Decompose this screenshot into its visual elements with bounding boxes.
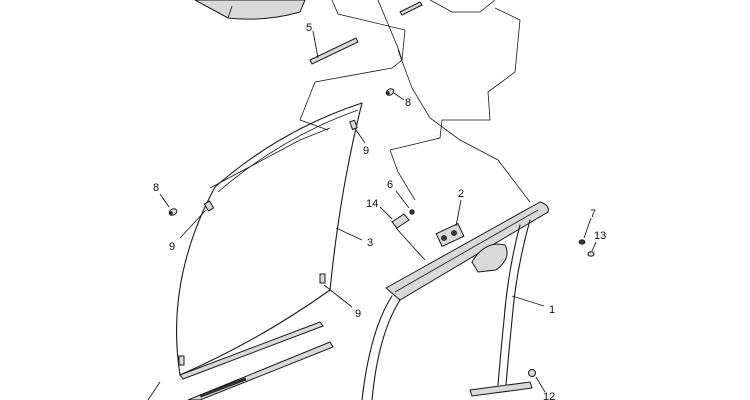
seal-strip-part-5 bbox=[309, 30, 359, 65]
callout-2: 2 bbox=[458, 188, 464, 200]
callout-9-right: 9 bbox=[355, 308, 361, 320]
callout-8-upper: 8 bbox=[405, 97, 411, 109]
callout-13: 13 bbox=[594, 230, 606, 242]
glass-clip-bottom bbox=[178, 355, 185, 366]
lower-seal-strip-lower bbox=[187, 341, 334, 400]
callout-5: 5 bbox=[306, 22, 312, 34]
screw-part-6 bbox=[395, 190, 415, 215]
callout-6: 6 bbox=[387, 179, 393, 191]
callout-3: 3 bbox=[367, 237, 373, 249]
fastener-part-8-upper bbox=[385, 88, 405, 101]
door-glass-part-3 bbox=[176, 102, 363, 376]
callout-7: 7 bbox=[590, 208, 596, 220]
callout-8-lower: 8 bbox=[153, 182, 159, 194]
lower-seal-strip-upper bbox=[179, 321, 324, 380]
top-strip bbox=[399, 1, 423, 16]
callout-1: 1 bbox=[549, 304, 555, 316]
leader-14-frame bbox=[395, 227, 426, 261]
glass-clip-part-9-right bbox=[319, 273, 353, 308]
callout-12: 12 bbox=[543, 391, 555, 400]
callout-14: 14 bbox=[366, 198, 378, 210]
bolt-part-7 bbox=[578, 217, 592, 245]
leader-bottom-left bbox=[147, 381, 161, 400]
fastener-part-8-lower bbox=[159, 193, 178, 216]
bracket-part-14 bbox=[379, 206, 410, 229]
glass-clip-part-9-left bbox=[179, 200, 215, 239]
plug-part-13 bbox=[587, 241, 597, 257]
roof-panel-fragment bbox=[194, 0, 306, 20]
cab-context-outline bbox=[209, 0, 531, 203]
latch-assembly-part-2 bbox=[435, 199, 465, 248]
door-frame-part-1 bbox=[361, 201, 549, 400]
callout-9-top: 9 bbox=[363, 145, 369, 157]
glass-clip-part-9-top bbox=[349, 119, 366, 144]
cap-part-12 bbox=[528, 369, 546, 393]
callout-9-left: 9 bbox=[169, 241, 175, 253]
